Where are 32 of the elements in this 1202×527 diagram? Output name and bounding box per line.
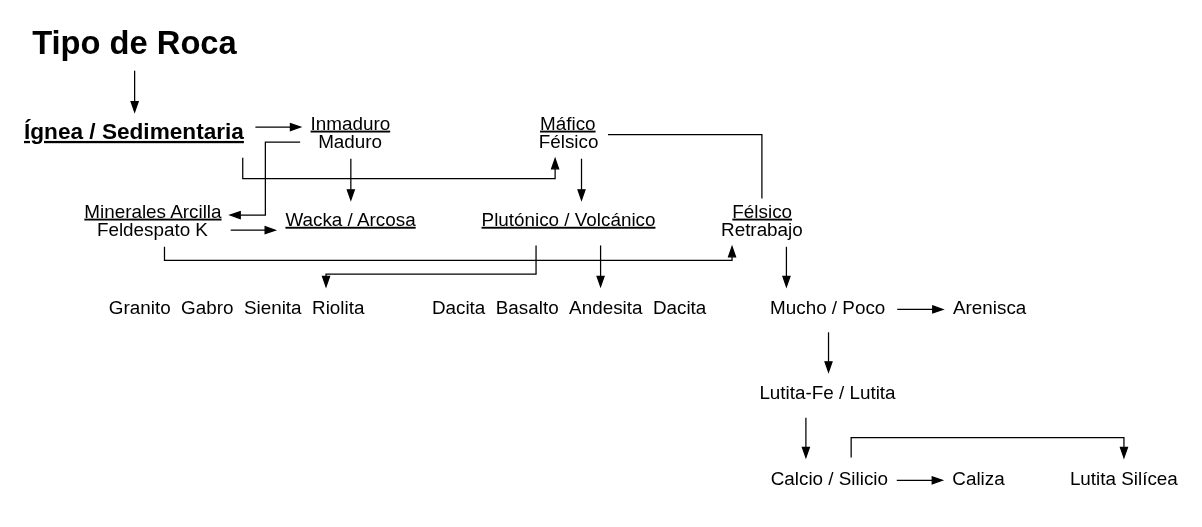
node-text: Lutita Silícea xyxy=(1069,467,1178,489)
arrow xyxy=(242,156,560,180)
node-text: Mucho / Poco xyxy=(770,296,886,318)
node-text: Caliza xyxy=(952,467,1005,489)
arrow xyxy=(228,141,301,220)
arrow xyxy=(824,331,833,374)
arrow xyxy=(801,417,811,460)
arrow xyxy=(321,244,537,289)
node-text: Calcio / Silicio xyxy=(770,467,888,489)
arrow xyxy=(346,158,356,202)
node-text: Wacka / Arcosa xyxy=(285,208,416,230)
arrow xyxy=(230,225,278,235)
arrow xyxy=(896,475,945,485)
node-text: Inmaduro Maduro xyxy=(310,112,391,153)
arrow xyxy=(254,122,303,132)
arrow xyxy=(850,436,1129,460)
connector xyxy=(607,134,763,200)
node-text: Granito Gabro Sienita Riolita xyxy=(108,296,365,318)
node-text: Máfico Félsico xyxy=(538,112,599,153)
node-text: Dacita Basalto Andesita Dacita xyxy=(431,296,707,318)
node-text: Minerales Arcilla Feldespato K xyxy=(84,200,222,241)
arrow xyxy=(896,304,945,314)
arrow xyxy=(782,246,791,289)
node-text: Plutónico / Volcánico xyxy=(481,208,656,230)
node-text: Félsico Retrabajo xyxy=(721,200,803,241)
arrow xyxy=(577,158,586,202)
node-text: Lutita-Fe / Lutita xyxy=(759,382,896,404)
node-text: Tipo de Roca xyxy=(32,23,237,61)
arrow xyxy=(130,70,140,114)
node-text: Arenisca xyxy=(952,296,1027,318)
arrow xyxy=(596,244,605,289)
node-text: Ígnea / Sedimentaria xyxy=(24,118,244,144)
